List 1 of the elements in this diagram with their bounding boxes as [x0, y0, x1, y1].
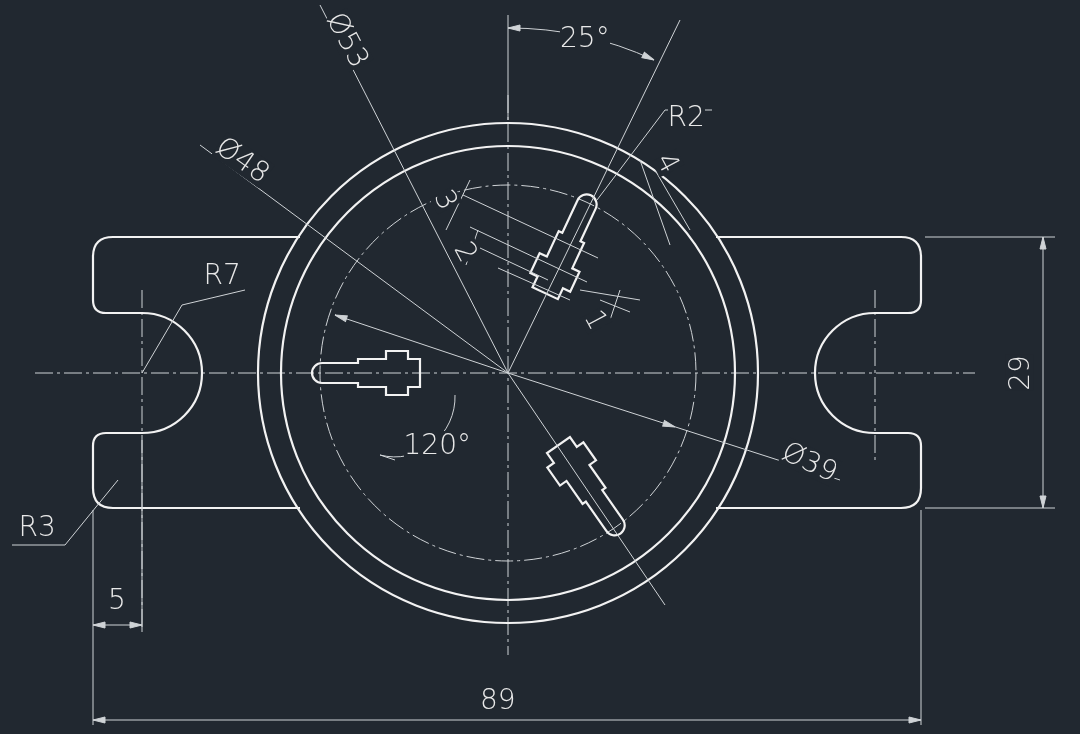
dimension-label: 120°: [403, 431, 471, 459]
